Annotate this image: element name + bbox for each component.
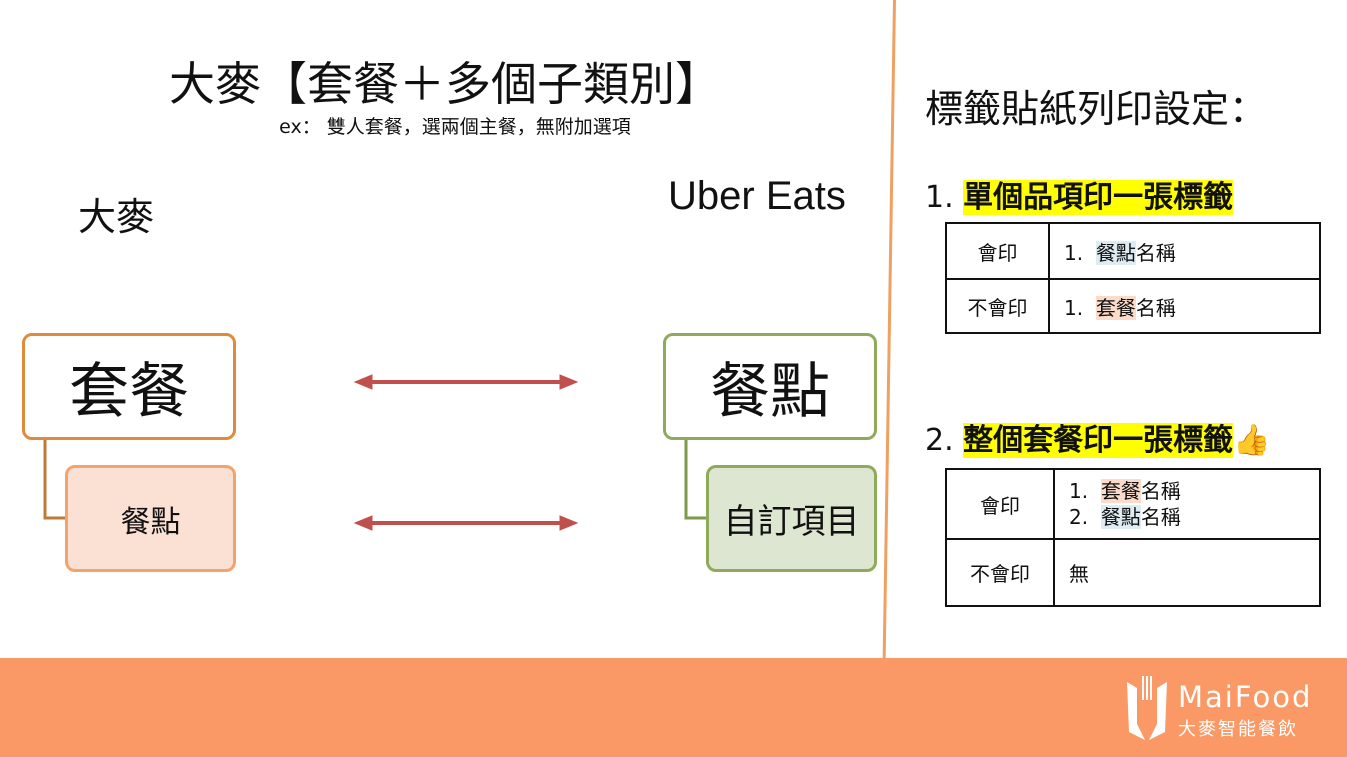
row-value: 無 [1053,538,1321,607]
connectors [43,374,707,531]
option2-table: 會印 1. 套餐名稱 2. 餐點名稱 不會印 無 [945,468,1321,607]
left-connector [43,440,66,520]
row-value: 1. 套餐名稱 2. 餐點名稱 [1053,468,1321,540]
option2-text: 整個套餐印一張標籤 [963,423,1234,458]
option2-title: 2. 整個套餐印一張標籤👍 [925,415,1271,459]
table-row: 會印 1. 套餐名稱 2. 餐點名稱 [945,468,1321,540]
brand-name: MaiFood [1178,680,1313,714]
settings-heading: 標籤貼紙列印設定： [925,87,1268,131]
option1-title: 1. 單個品項印一張標籤 [925,172,1234,216]
row-label: 會印 [945,468,1055,540]
table-row: 不會印 1. 套餐名稱 [945,278,1321,334]
option1-table: 會印 1. 餐點名稱 不會印 1. 套餐名稱 [945,222,1321,334]
arrow-top [353,374,579,390]
option1-text: 單個品項印一張標籤 [963,180,1234,215]
row-label: 不會印 [945,538,1055,607]
table-row: 不會印 無 [945,538,1321,607]
row-label: 不會印 [945,278,1050,334]
left-label: 大麥 [78,195,155,239]
fork-logo-icon [1127,676,1167,740]
arrow-bottom [353,515,579,531]
footer-bar: MaiFood 大麥智能餐飲 [0,658,1347,757]
right-connector [684,440,707,520]
row-value: 1. 套餐名稱 [1048,278,1321,334]
option1-number: 1. [925,180,954,215]
option2-number: 2. [925,423,954,458]
right-parent-box: 餐點 [663,333,877,440]
slide-title: 大麥【套餐＋多個子類別】 [169,57,721,111]
thumbs-up-icon: 👍 [1233,423,1271,458]
right-child-box: 自訂項目 [706,465,877,572]
table-row: 會印 1. 餐點名稱 [945,222,1321,280]
slide-subtitle: ex： 雙人套餐，選兩個主餐，無附加選項 [279,116,631,138]
row-label: 會印 [945,222,1050,280]
right-label: Uber Eats [668,174,846,218]
row-value: 1. 餐點名稱 [1048,222,1321,280]
left-child-box: 餐點 [65,465,236,572]
left-parent-box: 套餐 [22,333,236,440]
brand-subtitle: 大麥智能餐飲 [1178,719,1298,740]
